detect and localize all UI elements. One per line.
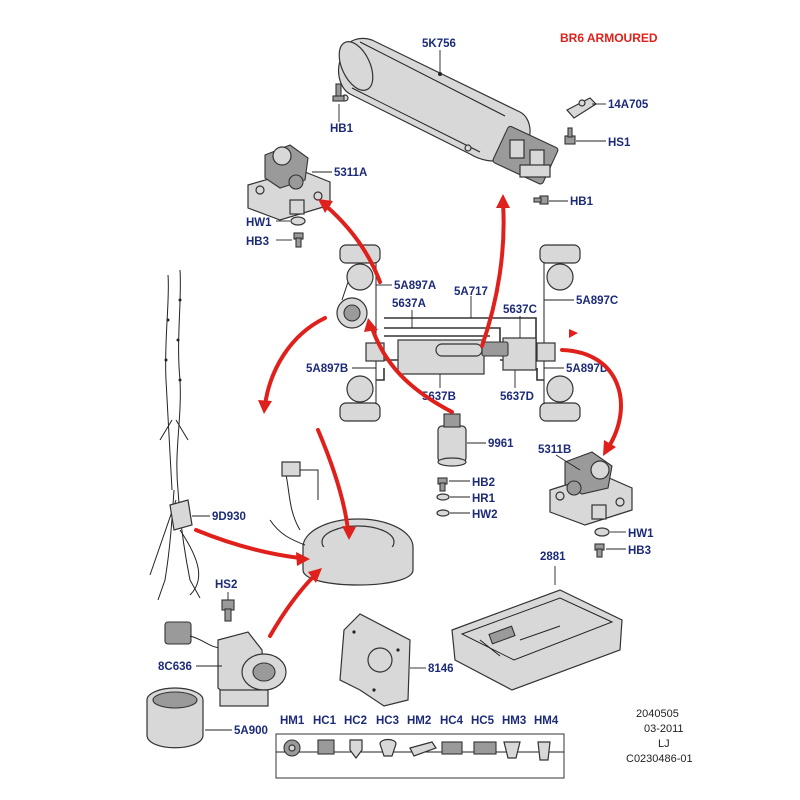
footer-ref: C0230486-01 <box>626 753 693 765</box>
label-5311b: 5311B <box>538 444 571 456</box>
arrow-to-5311b <box>560 348 623 450</box>
ring-hr1 <box>436 493 450 501</box>
fastener-hc5: HC5 <box>471 715 495 727</box>
screw-hs1 <box>564 127 576 145</box>
cover-5a900 <box>146 687 204 749</box>
label-5a897b: 5A897B <box>306 363 348 375</box>
bolt-hb1-top <box>332 83 345 102</box>
dryer-9961 <box>437 413 467 467</box>
fastener-hm4: HM4 <box>534 715 559 727</box>
label-hb1-right: HB1 <box>570 196 594 208</box>
screw-hs2 <box>221 599 235 622</box>
label-9d930: 9D930 <box>212 511 246 523</box>
footer-date: 03-2011 <box>644 723 684 735</box>
label-hs1: HS1 <box>608 137 631 149</box>
label-hw1-right: HW1 <box>628 528 654 540</box>
tray-2881 <box>451 589 623 691</box>
label-5637d: 5637D <box>500 391 534 403</box>
arrow-to-wheel-well <box>263 316 327 407</box>
label-5637c: 5637C <box>503 304 537 316</box>
arrow-into-well <box>316 428 350 532</box>
label-2881: 2881 <box>540 551 566 563</box>
label-5a897a: 5A897A <box>394 280 436 292</box>
label-5a897d: 5A897D <box>566 363 608 375</box>
air-reservoir-tank <box>337 37 559 185</box>
label-5a900: 5A900 <box>234 725 268 737</box>
diagram-title: BR6 ARMOURED <box>560 31 658 45</box>
label-8c636: 8C636 <box>158 661 192 673</box>
label-hb3-left: HB3 <box>246 236 269 248</box>
heat-shield-8146 <box>339 613 411 707</box>
label-8146: 8146 <box>428 663 454 675</box>
fastener-hm1: HM1 <box>280 715 305 727</box>
wiring-harness-9d930 <box>149 269 201 601</box>
front-direction-arrow <box>569 329 578 338</box>
washer-hw1-right <box>594 527 610 537</box>
arrow-to-5311a <box>323 203 382 284</box>
bolt-hb1-right <box>533 195 549 205</box>
label-5637a: 5637A <box>392 298 426 310</box>
fastener-hm3: HM3 <box>502 715 526 727</box>
washer-hw2 <box>436 509 450 517</box>
label-hr1: HR1 <box>472 493 496 505</box>
arrow-to-tank <box>480 201 506 348</box>
spare-wheel-well <box>269 461 414 586</box>
arrow-from-dryer <box>370 326 454 414</box>
air-spring-detail <box>336 281 368 329</box>
footer-initials: LJ <box>658 738 670 750</box>
fastener-hc4: HC4 <box>440 715 464 727</box>
bolt-hb2 <box>437 477 448 492</box>
fastener-hc3: HC3 <box>376 715 399 727</box>
arrow-compressor-to-well <box>268 573 317 638</box>
label-hs2: HS2 <box>215 579 237 591</box>
compressor-8c636 <box>164 621 287 707</box>
arrow-harness-to-well <box>194 528 302 560</box>
label-14a705: 14A705 <box>608 99 649 111</box>
label-hw1-left: HW1 <box>246 217 272 229</box>
label-5a897c: 5A897C <box>576 295 618 307</box>
label-5a717: 5A717 <box>454 286 488 298</box>
label-hw2: HW2 <box>472 509 498 521</box>
fastener-table: HM1 HC1 HC2 HC3 HM2 HC4 HC5 HM3 HM4 <box>275 715 565 779</box>
label-5K756: 5K756 <box>422 38 456 50</box>
label-5311a: 5311A <box>334 167 367 179</box>
label-hb1-top: HB1 <box>330 123 354 135</box>
label-hb3-right: HB3 <box>628 545 651 557</box>
bracket-14a705 <box>566 97 597 119</box>
valve-block-5311a <box>247 144 331 221</box>
fastener-hc2: HC2 <box>344 715 367 727</box>
valve-block-5311b <box>549 451 633 526</box>
washer-hw1-left <box>290 216 306 226</box>
bolt-hb3-left <box>293 232 304 248</box>
fastener-hm2: HM2 <box>407 715 431 727</box>
bolt-hb3-right <box>594 543 605 558</box>
label-9961: 9961 <box>488 438 514 450</box>
label-hb2: HB2 <box>472 477 495 489</box>
footer-code: 2040505 <box>636 708 679 720</box>
fastener-hc1: HC1 <box>313 715 337 727</box>
